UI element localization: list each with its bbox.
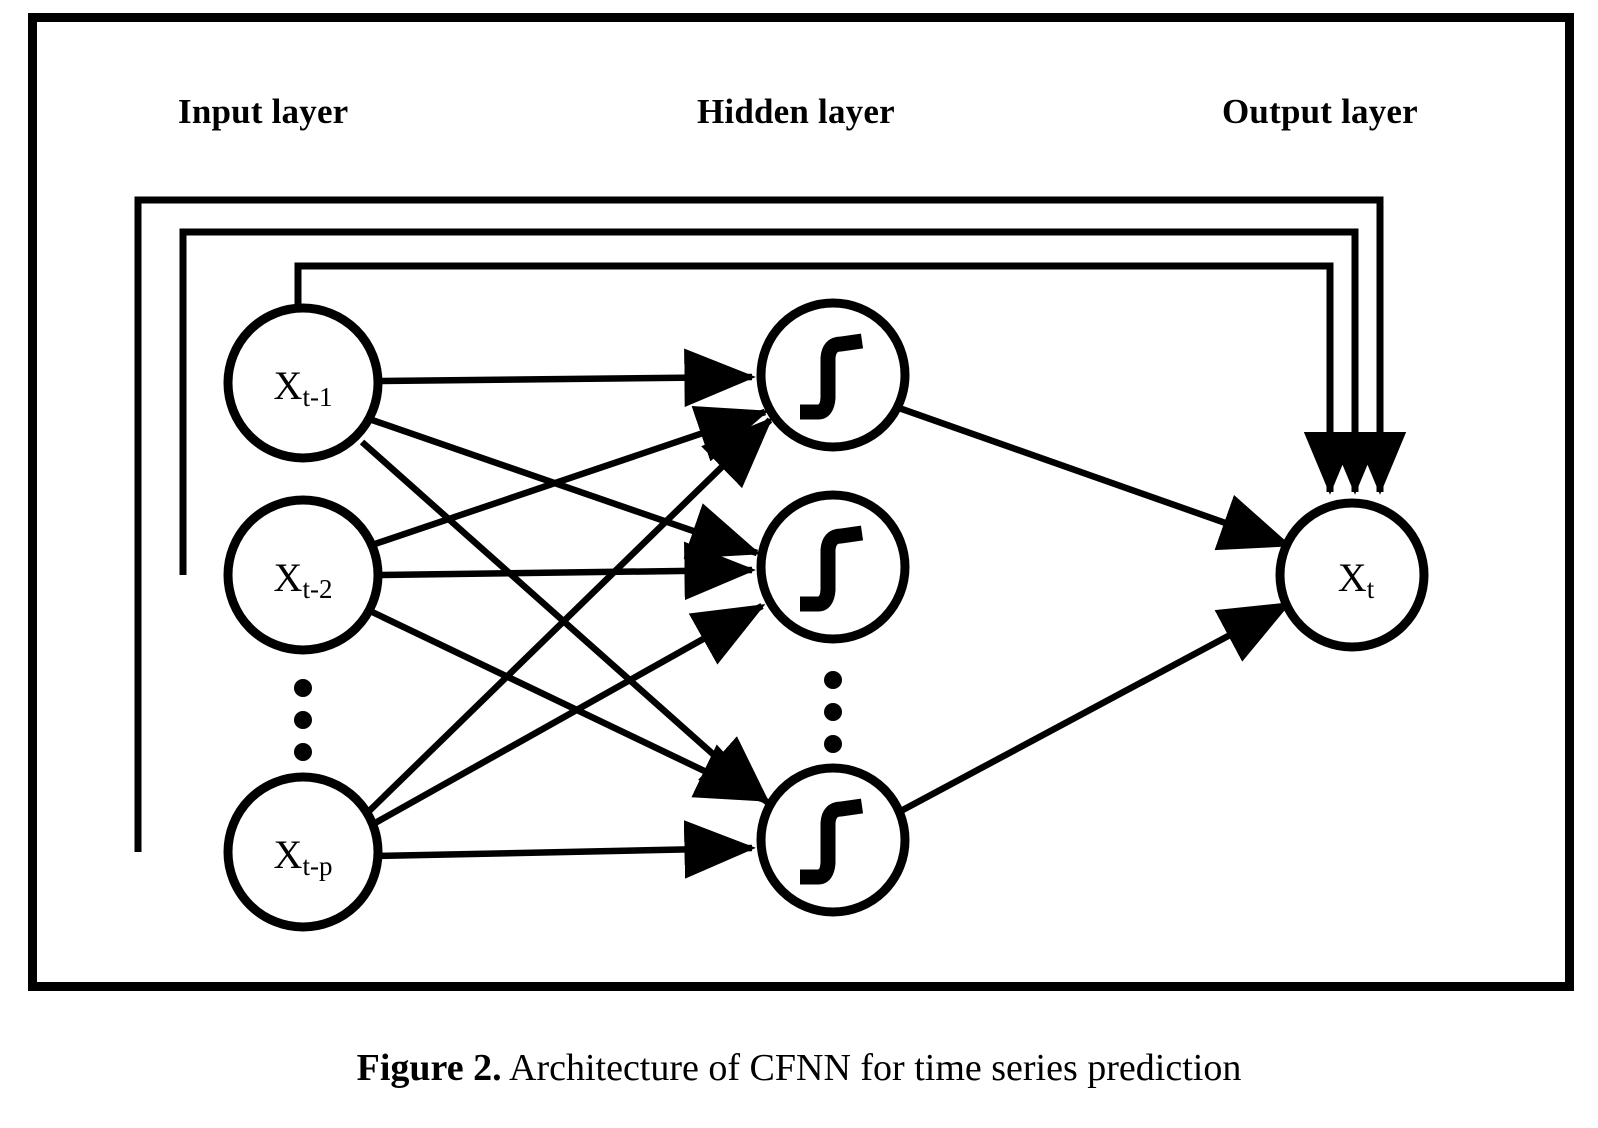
edge-in2-h0 bbox=[359, 417, 773, 821]
figure-caption-number: Figure 2. bbox=[356, 1047, 502, 1089]
edge-in1-h2 bbox=[366, 607, 769, 803]
figure-caption: Figure 2. Architecture of CFNN for time … bbox=[0, 1046, 1598, 1090]
hidden-layer-label: Hidden layer bbox=[697, 92, 895, 131]
input-node-xt1-label: Xt-1 bbox=[273, 363, 333, 412]
figure-frame bbox=[28, 13, 1574, 991]
input-node-xt1[interactable] bbox=[223, 303, 383, 463]
feedback-loop-outer bbox=[134, 196, 1407, 852]
edges-hidden-to-output bbox=[897, 404, 1292, 815]
input-node-xtp-label: Xt-p bbox=[273, 832, 333, 881]
edge-h2-out bbox=[897, 601, 1292, 815]
feedback-loop-middle bbox=[179, 228, 1382, 575]
input-node-xt2-label: Xt-2 bbox=[273, 555, 333, 604]
edges-input-to-hidden bbox=[359, 348, 773, 879]
output-layer-label: Output layer bbox=[1222, 92, 1418, 131]
input-node-xtp[interactable] bbox=[223, 772, 383, 932]
hidden-ellipsis-icon bbox=[824, 671, 842, 753]
sigmoid-icon-3 bbox=[800, 798, 864, 885]
edge-h0-out bbox=[897, 404, 1292, 551]
edge-in2-h1 bbox=[366, 603, 766, 830]
figure-caption-text: Architecture of CFNN for time series pre… bbox=[501, 1047, 1242, 1089]
edge-in1-h0 bbox=[370, 405, 769, 549]
sigmoid-icon-2 bbox=[800, 525, 864, 612]
edge-in0-h0 bbox=[377, 348, 756, 407]
input-node-xt2[interactable] bbox=[223, 495, 383, 655]
feedback-loop-inner bbox=[294, 262, 1357, 495]
input-ellipsis-icon bbox=[294, 679, 312, 761]
edge-in2-h2 bbox=[377, 820, 756, 879]
output-node-xt-label: Xt bbox=[1337, 555, 1375, 604]
sigmoid-icon-1 bbox=[800, 333, 864, 420]
edge-in0-h1 bbox=[370, 416, 761, 559]
output-node-xt[interactable] bbox=[1275, 498, 1429, 652]
edge-in1-h1 bbox=[377, 541, 756, 601]
input-layer-label: Input layer bbox=[178, 92, 349, 131]
